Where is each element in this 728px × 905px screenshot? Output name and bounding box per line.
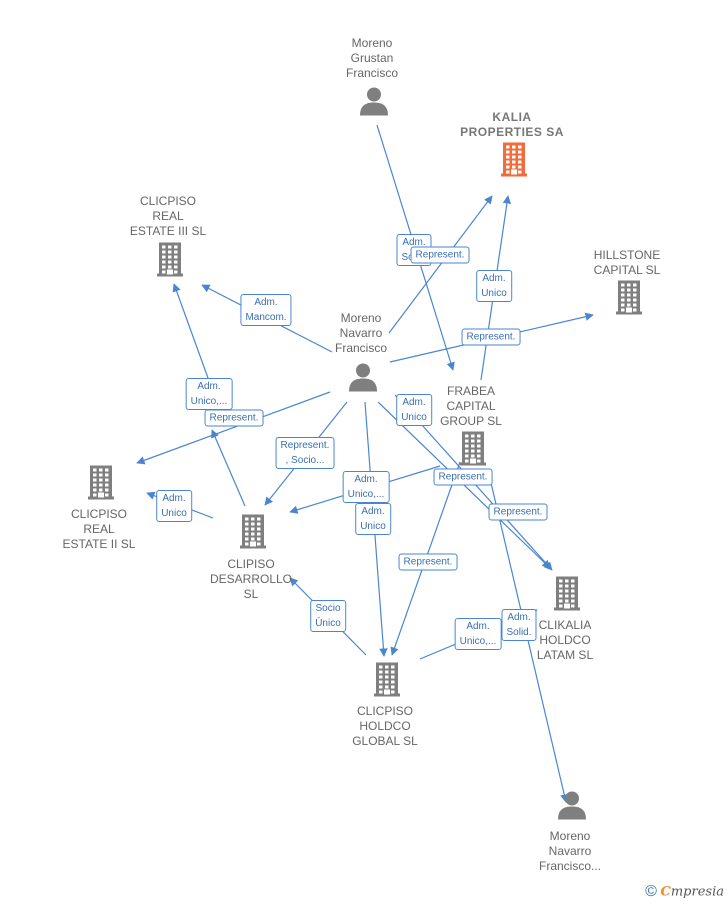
edge-label[interactable]: Represent.: [204, 409, 264, 427]
node-label-clicpiso2[interactable]: CLICPISO REAL ESTATE II SL: [62, 507, 136, 551]
edge-label[interactable]: Represent.: [461, 328, 521, 346]
edge-line: [172, 283, 209, 379]
brand-name: mpresia: [670, 884, 724, 900]
edge-label[interactable]: Adm. Unico: [396, 394, 432, 426]
building-icon[interactable]: [374, 662, 400, 702]
building-icon[interactable]: [460, 431, 486, 471]
node-label-moreno-navarro[interactable]: Moreno Navarro Francisco: [334, 311, 388, 355]
edge-label[interactable]: Represent.: [433, 468, 493, 486]
node-label-kalia[interactable]: KALIA PROPERTIES SA: [460, 110, 564, 139]
node-label-clipiso-des[interactable]: CLIPISO DESARROLLO SL: [209, 557, 293, 601]
node-label-clicpiso3[interactable]: CLICPISO REAL ESTATE III SL: [129, 194, 207, 238]
node-label-moreno-grustan[interactable]: Moreno Grustan Francisco: [345, 36, 399, 80]
person-icon[interactable]: [348, 363, 378, 398]
edge-label[interactable]: Adm. Mancom.: [240, 294, 292, 326]
edge-label[interactable]: Adm. Unico,...: [342, 471, 390, 503]
node-label-hillstone[interactable]: HILLSTONE CAPITAL SL: [593, 248, 661, 277]
edge-label[interactable]: Adm. Unico,...: [185, 378, 233, 410]
edge-label[interactable]: Adm. Unico,...: [454, 618, 502, 650]
edge-label[interactable]: Adm. Solid.: [501, 609, 537, 641]
brand-logo-letter: C: [660, 884, 671, 900]
building-icon[interactable]: [554, 576, 580, 616]
building-icon[interactable]: [88, 465, 114, 505]
edge-label[interactable]: Represent. , Socio...: [275, 437, 335, 469]
edge-label[interactable]: Socio Único: [310, 600, 346, 632]
edge-label[interactable]: Represent.: [410, 246, 470, 264]
edge-label[interactable]: Represent.: [488, 503, 548, 521]
copyright-symbol: ©: [645, 883, 657, 900]
footer-brand: © Cmpresia: [645, 883, 724, 901]
person-icon[interactable]: [557, 791, 587, 826]
person-icon[interactable]: [359, 87, 389, 122]
node-label-clikalia[interactable]: CLIKALIA HOLDCO LATAM SL: [536, 618, 594, 662]
building-icon[interactable]: [616, 280, 642, 320]
node-label-frabea[interactable]: FRABEA CAPITAL GROUP SL: [440, 384, 502, 428]
edge-label[interactable]: Adm. Unico: [476, 270, 512, 302]
edge-label[interactable]: Adm. Unico: [355, 503, 391, 535]
edge-label[interactable]: Represent.: [398, 553, 458, 571]
node-label-moreno-navarro2[interactable]: Moreno Navarro Francisco...: [538, 829, 602, 873]
edge-label[interactable]: Adm. Unico: [156, 490, 192, 522]
building-icon[interactable]: [240, 514, 266, 554]
node-label-clicpiso-global[interactable]: CLICPISO HOLDCO GLOBAL SL: [352, 704, 418, 748]
edge-line: [211, 429, 246, 507]
edge-line: [136, 391, 331, 465]
building-icon[interactable]: [501, 142, 527, 182]
edge-line: [388, 195, 493, 334]
building-icon[interactable]: [157, 242, 183, 282]
